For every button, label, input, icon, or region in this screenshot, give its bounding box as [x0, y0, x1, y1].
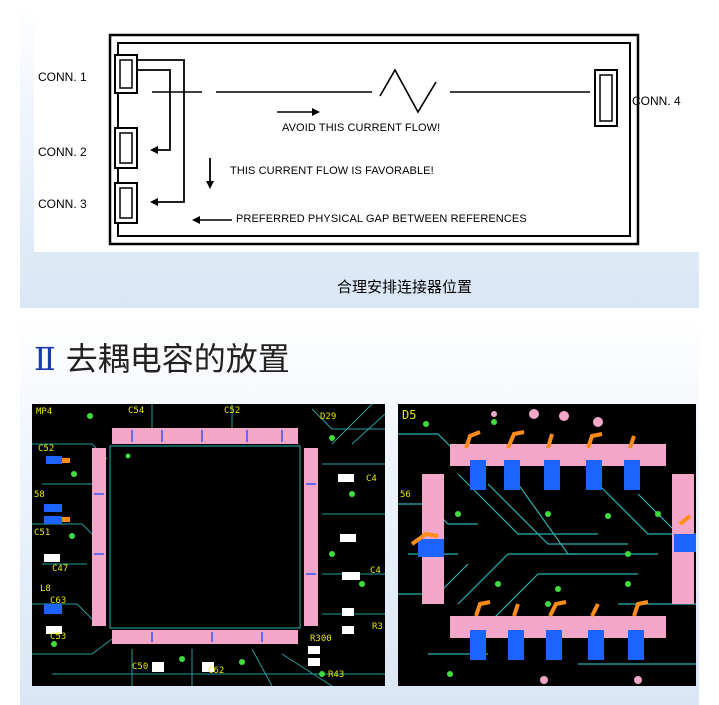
ic-body-outline	[109, 445, 301, 629]
ref-label: R300	[310, 634, 332, 644]
ref-label: C53	[50, 632, 67, 642]
gap-note: PREFERRED PHYSICAL GAP BETWEEN REFERENCE…	[236, 213, 527, 225]
ref-label: R3	[372, 622, 383, 632]
conn-2-label: CONN. 2	[38, 145, 87, 159]
ref-label: C52	[224, 406, 241, 416]
ref-label: 56	[400, 490, 411, 500]
section-title-text: 去耦电容的放置	[65, 340, 290, 378]
ref-label: L8	[40, 584, 51, 594]
pcb-layout-left: MP4 C54 C52 D29 C52 58 C51 C47 L8 C63 C5…	[32, 404, 385, 686]
ref-label: C54	[128, 406, 145, 416]
ref-label: C63	[50, 596, 67, 606]
ref-label: C4	[370, 566, 381, 576]
conn-2-body	[114, 127, 138, 169]
board-outline-outer	[108, 33, 640, 246]
reference-gap-line	[152, 68, 590, 114]
favorable-path-to-conn2	[137, 69, 171, 151]
avoid-flow-note: AVOID THIS CURRENT FLOW!	[282, 122, 441, 134]
ref-label: MP4	[36, 407, 53, 417]
arrowhead-conn3	[150, 198, 158, 206]
conn-1-body	[114, 54, 138, 94]
connector-diagram: CONN. 1 CONN. 2 CONN. 3 CONN. 4 AVOID TH…	[34, 0, 699, 252]
decoupling-caps-left	[44, 456, 360, 672]
favorable-path-to-conn3	[137, 59, 185, 203]
gap-arrowhead	[192, 216, 200, 224]
ref-label: C4	[366, 474, 377, 484]
avoid-flow-arrowhead	[312, 108, 320, 116]
ref-label: C51	[34, 528, 51, 538]
diagram-caption: 合理安排连接器位置	[337, 279, 473, 296]
ref-label: D5	[402, 408, 417, 422]
board-outline-inner	[117, 42, 631, 237]
favorable-flow-note: THIS CURRENT FLOW IS FAVORABLE!	[230, 165, 434, 177]
decoupling-caps-right	[410, 430, 696, 660]
ref-label: D29	[320, 412, 337, 422]
ref-label: C47	[52, 564, 69, 574]
conn-3-body	[114, 182, 138, 224]
arrowhead-conn2	[150, 146, 158, 154]
pcb-right-drawing	[398, 409, 696, 684]
pcb-layout-right: D5 56	[398, 404, 696, 686]
ref-label: C50	[132, 662, 149, 672]
ref-label: C62	[208, 666, 225, 676]
ic-pads-left	[92, 428, 318, 644]
ref-label: 58	[34, 490, 45, 500]
conn-4-body	[594, 69, 618, 127]
section-number: Ⅱ	[34, 340, 56, 378]
ref-label: C52	[38, 444, 55, 454]
conn-1-label: CONN. 1	[38, 70, 87, 84]
conn-4-label: CONN. 4	[632, 94, 681, 108]
connector-diagram-drawing	[108, 33, 640, 246]
favorable-flow-arrowhead	[206, 181, 214, 189]
conn-3-label: CONN. 3	[38, 197, 87, 211]
ref-label: R43	[328, 670, 345, 680]
pcb-left-drawing	[32, 404, 385, 686]
